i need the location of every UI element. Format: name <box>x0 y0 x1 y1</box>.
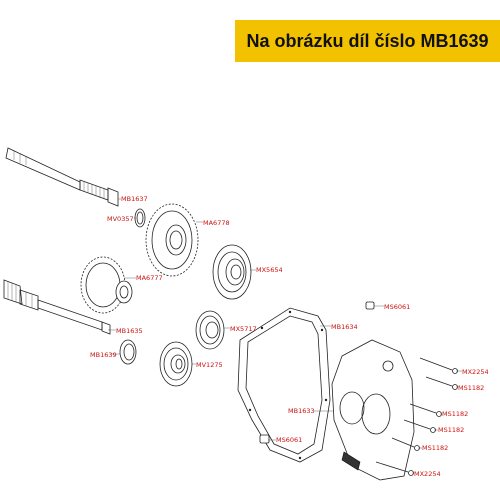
label-ma6778: MA6778 <box>203 219 230 227</box>
label-mb1639: MB1639 <box>90 351 117 359</box>
leader-lines <box>108 198 462 474</box>
label-mx5654: MX5654 <box>256 266 283 274</box>
label-ms1182-b: MS1182 <box>442 410 468 418</box>
plug-ms6061-bottom <box>259 434 270 444</box>
label-ms6061-top: MS6061 <box>384 303 410 311</box>
label-mb1635: MB1635 <box>116 327 143 335</box>
part-number-banner: Na obrázku díl číslo MB1639 <box>235 20 500 62</box>
bearing-mx5654 <box>212 244 252 300</box>
label-mb1633: MB1633 <box>288 407 315 415</box>
label-ms1182-a: MS1182 <box>458 384 484 392</box>
upper-shaft <box>5 147 119 207</box>
label-mx2254-bottom: MX2254 <box>414 470 441 478</box>
part-labels: MB1637 MV0357 MA6778 MX5654 MA6777 MS606… <box>90 195 489 478</box>
cover-mb1633 <box>331 339 415 481</box>
label-ms1182-d: MS1182 <box>422 444 448 452</box>
label-ms1182-c: MS1182 <box>438 426 464 434</box>
label-mb1634: MB1634 <box>331 323 358 331</box>
label-mx2254-top: MX2254 <box>462 368 489 376</box>
gasket-mb1634 <box>237 307 331 463</box>
gear-ma6777 <box>80 256 133 314</box>
seal-mb1639 <box>119 339 137 365</box>
label-mx5717: MX5717 <box>230 325 257 333</box>
label-ms6061-bottom: MS6061 <box>276 436 302 444</box>
circlip-inner <box>136 211 144 225</box>
banner-text: Na obrázku díl číslo MB1639 <box>246 30 489 51</box>
bearing-mx5717 <box>195 310 225 350</box>
label-mb1637: MB1637 <box>121 195 148 203</box>
bearing-mv1275 <box>159 341 193 387</box>
plug-ms6061-top <box>365 301 375 310</box>
lower-shaft <box>3 279 111 335</box>
label-ma6777: MA6777 <box>136 274 163 282</box>
gear-ma6778 <box>145 203 199 277</box>
bolts <box>375 357 458 476</box>
label-mv0357: MV0357 <box>107 215 134 223</box>
label-mv1275: MV1275 <box>196 361 223 369</box>
